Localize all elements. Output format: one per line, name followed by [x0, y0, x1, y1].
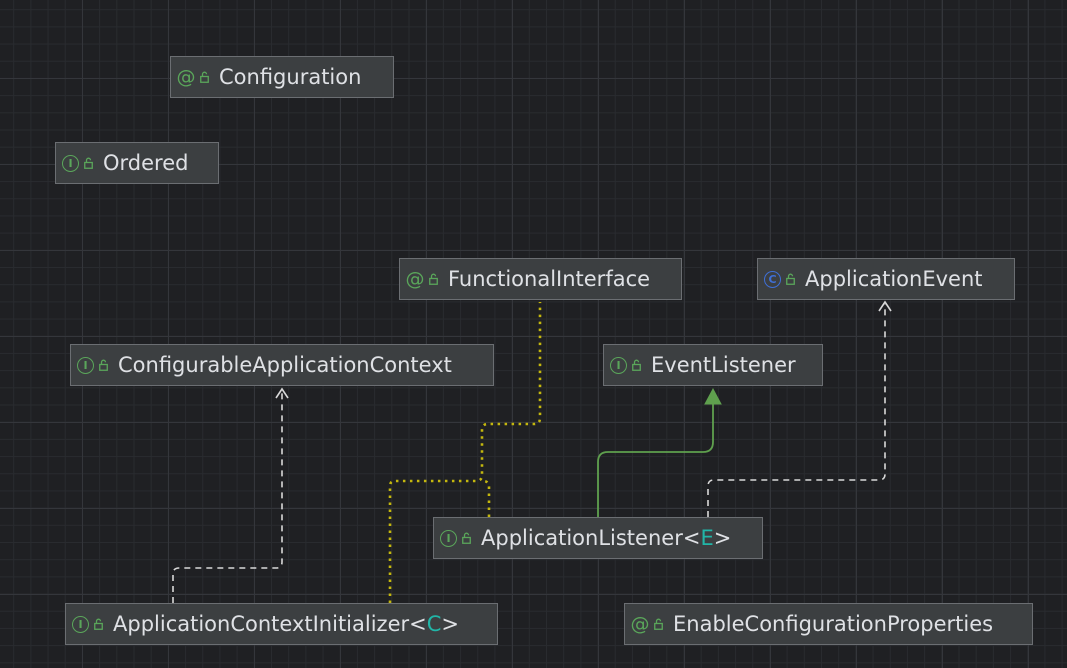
open-lock-icon	[654, 618, 663, 630]
node-label: FunctionalInterface	[448, 267, 651, 291]
node-label: ApplicationEvent	[805, 267, 983, 291]
type-name: ApplicationContextInitializer<	[113, 612, 427, 636]
edge-listener-to-event-listener	[597, 402, 714, 517]
node-event-listener[interactable]: I EventListener	[603, 344, 823, 386]
node-configurable-application-context[interactable]: I ConfigurableApplicationContext	[70, 344, 494, 386]
node-functional-interface[interactable]: @ FunctionalInterface	[399, 258, 682, 300]
interface-icon: I	[440, 529, 457, 547]
open-lock-icon	[632, 359, 641, 371]
arrow-filled-event-listener	[704, 387, 722, 405]
open-lock-icon	[84, 157, 93, 169]
open-lock-icon	[462, 532, 471, 544]
arrow-open-application-event	[878, 300, 892, 312]
arrow-open-configurable-context	[275, 387, 289, 399]
interface-icon: I	[610, 356, 627, 374]
node-label: Ordered	[103, 151, 189, 175]
interface-icon: I	[72, 615, 89, 633]
node-label: ConfigurableApplicationContext	[118, 353, 452, 377]
annotation-icon: @	[405, 267, 425, 290]
class-icon: C	[764, 270, 781, 288]
node-label: EnableConfigurationProperties	[673, 612, 994, 636]
node-label: ApplicationListener<E>	[481, 526, 731, 550]
open-lock-icon	[786, 273, 795, 285]
node-ordered[interactable]: I Ordered	[55, 142, 219, 184]
node-label: EventListener	[651, 353, 796, 377]
edge-initializer-to-configurable-context	[172, 391, 283, 603]
type-suffix: >	[713, 526, 732, 550]
type-suffix: >	[441, 612, 459, 636]
type-parameter: E	[700, 526, 714, 550]
edge-listener-to-application-event	[707, 304, 886, 517]
node-label: Configuration	[219, 65, 362, 89]
node-configuration[interactable]: @ Configuration	[170, 56, 394, 98]
type-name: ApplicationListener<	[481, 526, 701, 550]
annotation-icon: @	[630, 612, 650, 635]
interface-icon: I	[62, 154, 79, 172]
node-application-event[interactable]: C ApplicationEvent	[757, 258, 1015, 300]
open-lock-icon	[99, 359, 108, 371]
node-application-listener[interactable]: I ApplicationListener<E>	[433, 517, 763, 559]
node-label: ApplicationContextInitializer<C>	[113, 612, 459, 636]
open-lock-icon	[200, 71, 209, 83]
open-lock-icon	[94, 618, 103, 630]
node-enable-configuration-properties[interactable]: @ EnableConfigurationProperties	[624, 603, 1033, 645]
node-application-context-initializer[interactable]: I ApplicationContextInitializer<C>	[65, 603, 498, 645]
edge-listener-to-functional-interface	[482, 479, 491, 517]
type-parameter: C	[426, 612, 442, 636]
open-lock-icon	[429, 273, 438, 285]
annotation-icon: @	[176, 65, 196, 88]
interface-icon: I	[77, 356, 94, 374]
